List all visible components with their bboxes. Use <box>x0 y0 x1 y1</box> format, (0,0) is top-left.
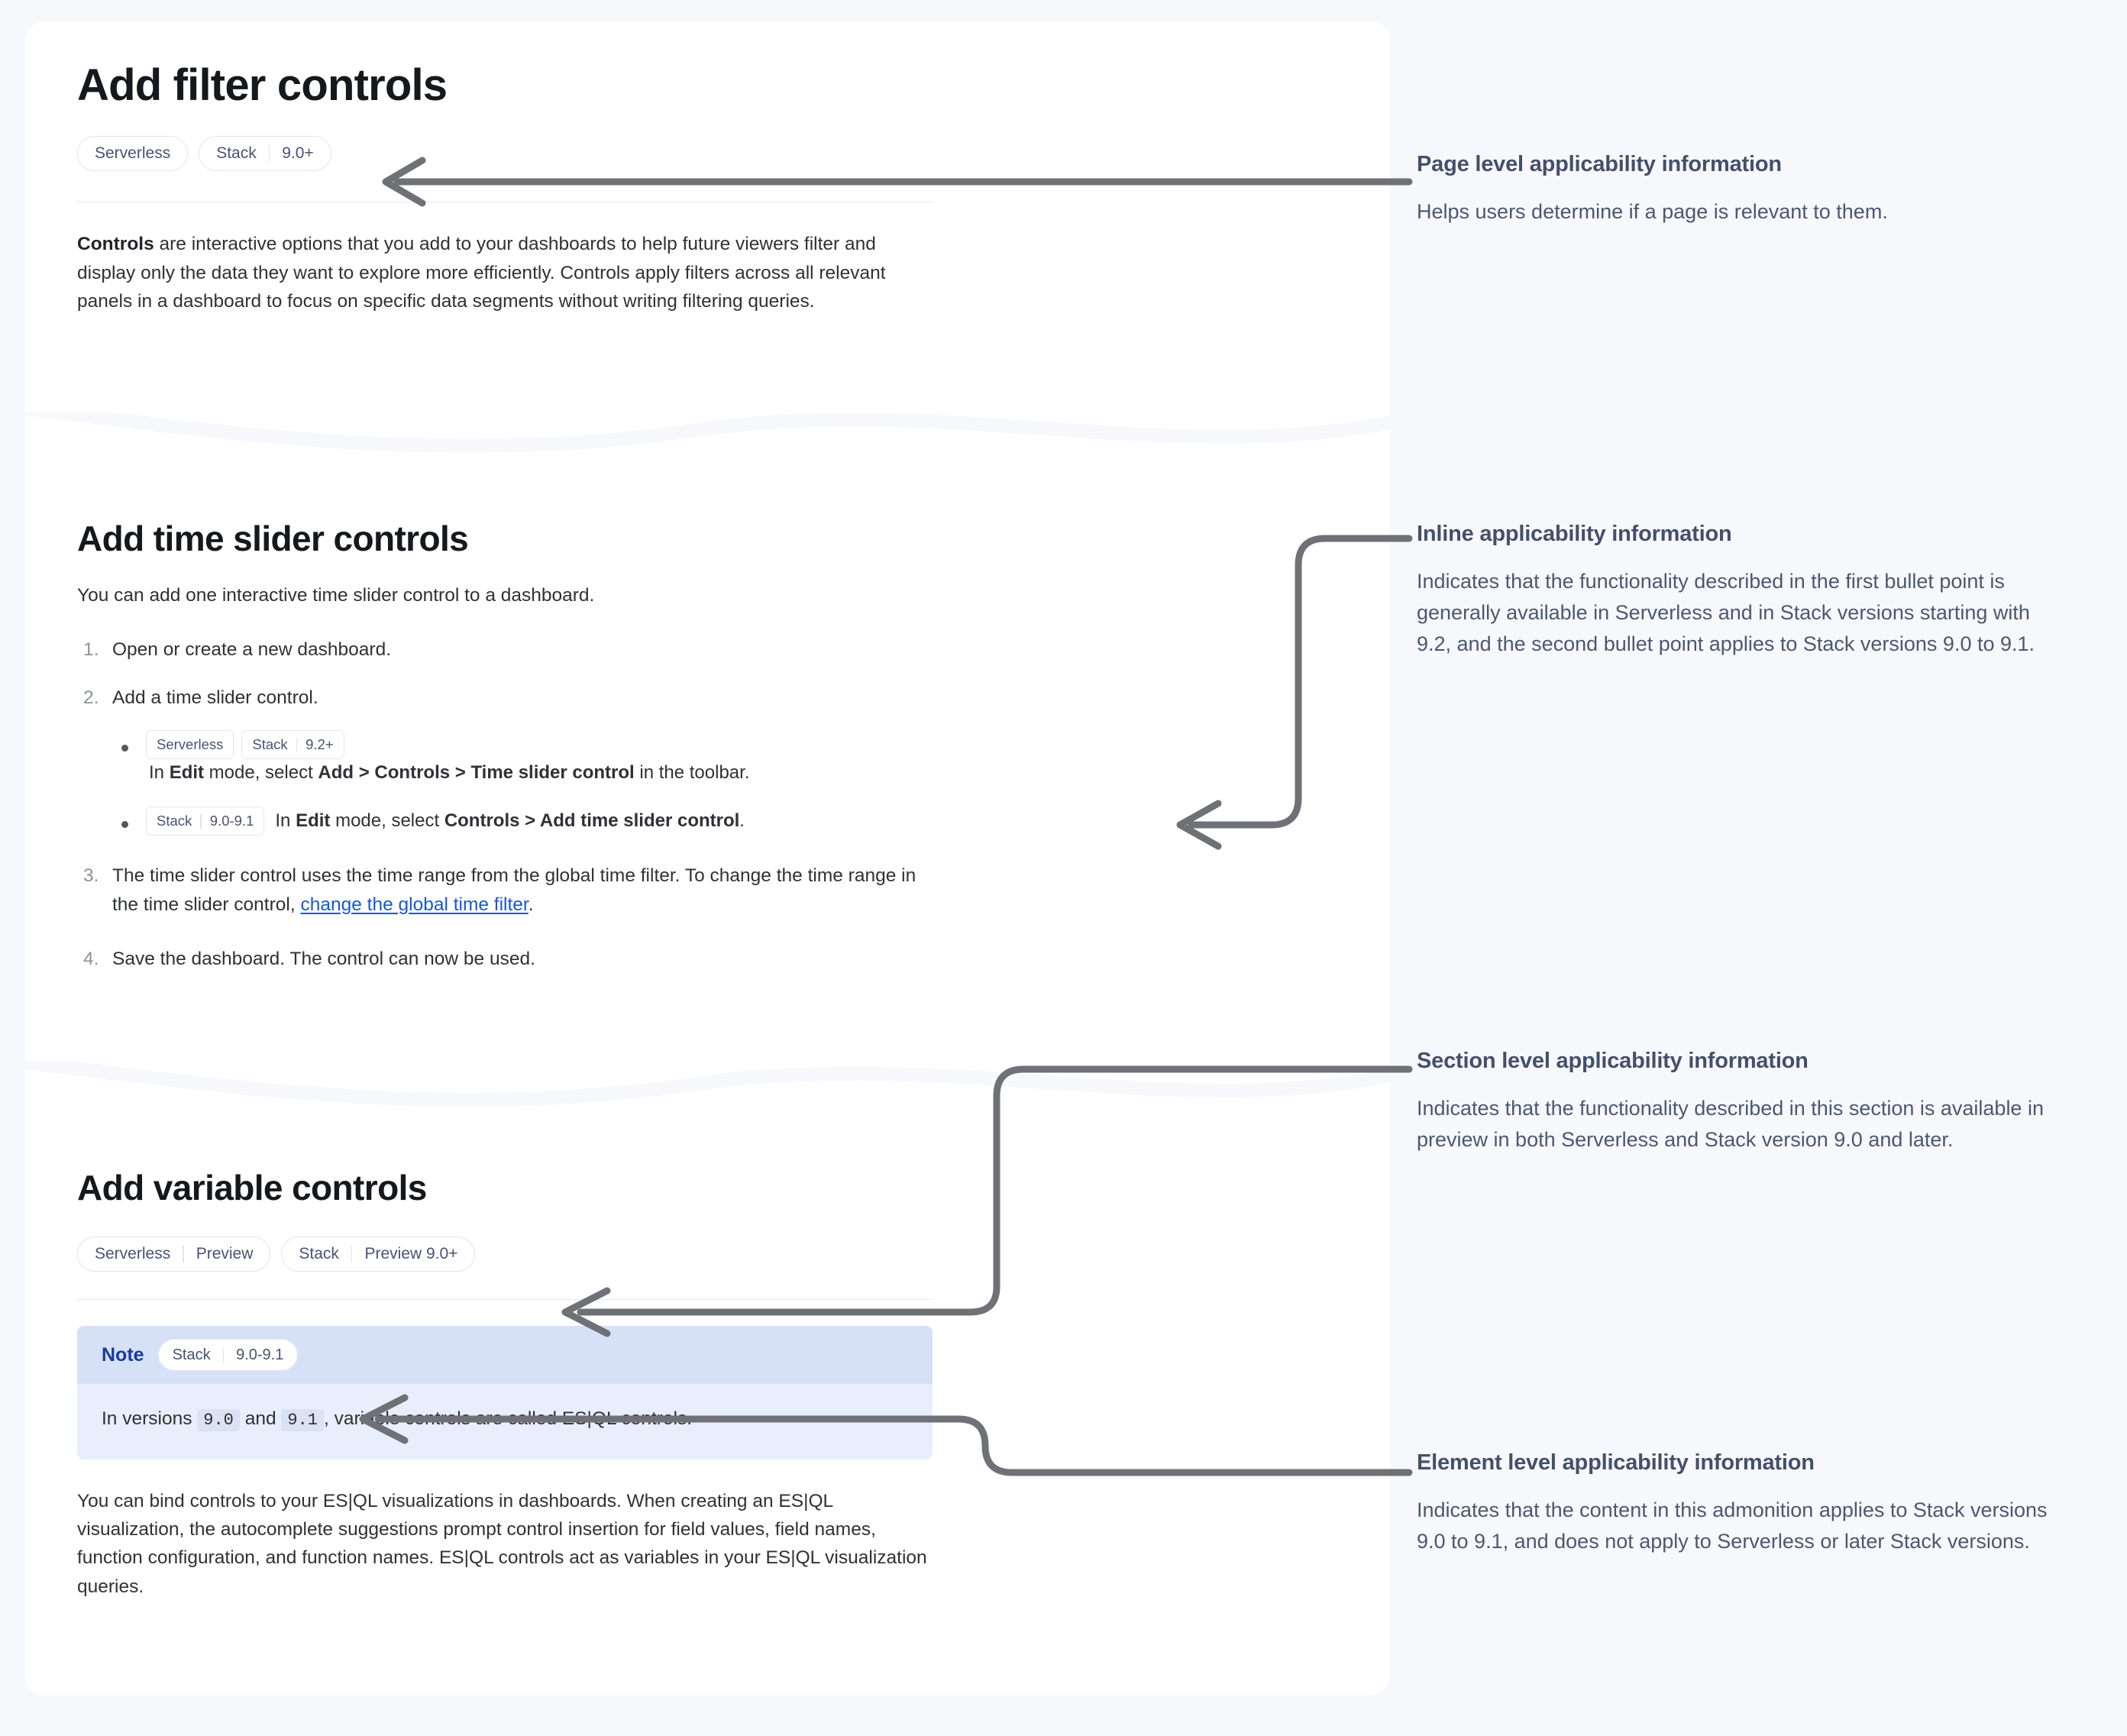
inline-badge-serverless[interactable]: Serverless <box>146 730 234 760</box>
section-applicability-badges: Serverless Preview Stack Preview 9.0+ <box>77 1236 933 1272</box>
text-part-bold: Edit <box>169 762 205 784</box>
note-badge-stack-90-91[interactable]: Stack 9.0-9.1 <box>157 1339 299 1372</box>
time-slider-steps: Open or create a new dashboard. Add a ti… <box>77 635 933 973</box>
badge-separator <box>296 737 298 752</box>
note-admonition: Note Stack 9.0-9.1 In versions 9.0 and 9… <box>77 1326 933 1460</box>
code-chip-version-90: 9.0 <box>197 1409 240 1432</box>
annotation-page-level: Page level applicability information Hel… <box>1417 151 2058 228</box>
note-text-part: , variable controls are called ES|QL con… <box>324 1408 693 1430</box>
badge-segment-preview: Preview <box>196 1244 254 1262</box>
inline-badge-stack-90-91[interactable]: Stack 9.0-9.1 <box>146 807 265 836</box>
badge-separator <box>351 1245 353 1262</box>
list-item: Stack 9.0-9.1 In Edit mode, select Contr… <box>112 807 933 836</box>
badge-segment-label: Stack <box>299 1244 339 1262</box>
badge-separator <box>222 1346 225 1364</box>
note-body: In versions 9.0 and 9.1, variable contro… <box>77 1384 933 1460</box>
badge-separator <box>268 144 270 162</box>
badge-segment-version: 9.2+ <box>305 736 334 753</box>
change-global-time-filter-link[interactable]: change the global time filter <box>300 894 529 915</box>
intro-section: Add filter controls Serverless Stack 9.0… <box>77 61 933 315</box>
list-item: Serverless Stack 9.2+ In Edit mode, sele… <box>112 730 933 787</box>
step-item: Open or create a new dashboard. <box>77 635 933 664</box>
intro-lead-word: Controls <box>77 234 154 255</box>
variable-controls-closing-paragraph: You can bind controls to your ES|QL visu… <box>77 1490 927 1597</box>
inline-applicability-bullets: Serverless Stack 9.2+ In Edit mode, sele… <box>112 730 933 836</box>
badge-segment-label: Stack <box>252 736 288 753</box>
step-item: Save the dashboard. The control can now … <box>77 945 933 973</box>
section-heading-time-slider: Add time slider controls <box>77 519 469 558</box>
step-item: The time slider control uses the time ra… <box>77 862 933 918</box>
badge-serverless[interactable]: Serverless <box>77 135 189 171</box>
annotation-inline-level: Inline applicability information Indicat… <box>1417 521 2058 661</box>
bullet-text: In Edit mode, select Controls > Add time… <box>275 807 745 835</box>
badge-segment-label: Serverless <box>95 1244 171 1262</box>
badge-segment-label: Serverless <box>95 144 171 162</box>
badge-segment-version: 9.0+ <box>282 144 314 162</box>
badge-segment-label: Serverless <box>157 736 224 753</box>
text-part: In <box>149 762 170 784</box>
time-slider-intro: You can add one interactive time slider … <box>77 584 595 606</box>
inline-badge-stack-92[interactable]: Stack 9.2+ <box>241 730 344 760</box>
intro-paragraph: Controls are interactive options that yo… <box>77 230 933 315</box>
annotation-section-level: Section level applicability information … <box>1417 1048 2058 1156</box>
note-text-part: and <box>239 1408 282 1430</box>
annotation-body: Indicates that the functionality describ… <box>1417 1096 2044 1152</box>
badge-stack-preview-90[interactable]: Stack Preview 9.0+ <box>281 1236 476 1272</box>
note-label: Note <box>102 1343 144 1366</box>
annotation-element-level: Element level applicability information … <box>1417 1450 2058 1557</box>
step-item: Add a time slider control. Serverless St… <box>77 684 933 836</box>
annotation-title: Page level applicability information <box>1417 152 1782 176</box>
intro-rest: are interactive options that you add to … <box>77 234 886 312</box>
step-text: Add a time slider control. <box>112 687 318 709</box>
page-applicability-badges: Serverless Stack 9.0+ <box>77 135 933 171</box>
badge-segment-version: 9.0-9.1 <box>209 813 254 829</box>
text-part-bold: Edit <box>296 810 331 832</box>
step-text: Save the dashboard. The control can now … <box>112 948 535 969</box>
step-text: The time slider control uses the time ra… <box>112 865 916 915</box>
code-chip-version-91: 9.1 <box>281 1409 324 1432</box>
text-part-bold: Controls > Add time slider control <box>444 810 740 832</box>
badge-segment-preview-version: Preview 9.0+ <box>364 1244 458 1262</box>
step-text: Open or create a new dashboard. <box>112 638 392 660</box>
text-part: mode, select <box>204 762 318 784</box>
step-text-after: . <box>528 894 534 915</box>
annotation-title: Element level applicability information <box>1417 1450 1815 1475</box>
badge-serverless-preview[interactable]: Serverless Preview <box>77 1236 271 1272</box>
annotation-title: Section level applicability information <box>1417 1049 1809 1073</box>
annotation-body: Indicates that the functionality describ… <box>1417 569 2035 656</box>
doc-panel-intro <box>25 21 1390 412</box>
title-divider <box>77 201 933 203</box>
badge-segment-label: Stack <box>216 144 257 162</box>
text-part: In <box>275 810 296 832</box>
badge-stack-version[interactable]: Stack 9.0+ <box>199 135 331 171</box>
note-text-part: In versions <box>102 1408 198 1430</box>
text-part: . <box>739 810 745 832</box>
annotation-title: Inline applicability information <box>1417 522 1732 546</box>
text-part: mode, select <box>330 810 444 832</box>
badge-separator <box>200 813 202 829</box>
section-divider <box>77 1298 933 1301</box>
badge-separator <box>183 1245 184 1262</box>
variable-controls-section: Add variable controls Serverless Preview… <box>77 1169 933 1601</box>
annotation-body: Indicates that the content in this admon… <box>1417 1498 2048 1553</box>
section-heading-variable-controls: Add variable controls <box>77 1168 427 1207</box>
text-part-bold: Add > Controls > Time slider control <box>318 762 635 784</box>
annotation-body: Helps users determine if a page is relev… <box>1417 199 1888 223</box>
text-part: in the toolbar. <box>634 762 750 784</box>
documentation-column: Add filter controls Serverless Stack 9.0… <box>25 0 1390 1736</box>
badge-segment-label: Stack <box>157 813 192 829</box>
bullet-text: In Edit mode, select Add > Controls > Ti… <box>149 759 750 787</box>
page-title: Add filter controls <box>77 60 448 110</box>
badge-segment-label: Stack <box>172 1346 211 1363</box>
note-header: Note Stack 9.0-9.1 <box>77 1326 933 1385</box>
badge-segment-version: 9.0-9.1 <box>236 1346 284 1363</box>
time-slider-section: Add time slider controls You can add one… <box>77 519 933 993</box>
